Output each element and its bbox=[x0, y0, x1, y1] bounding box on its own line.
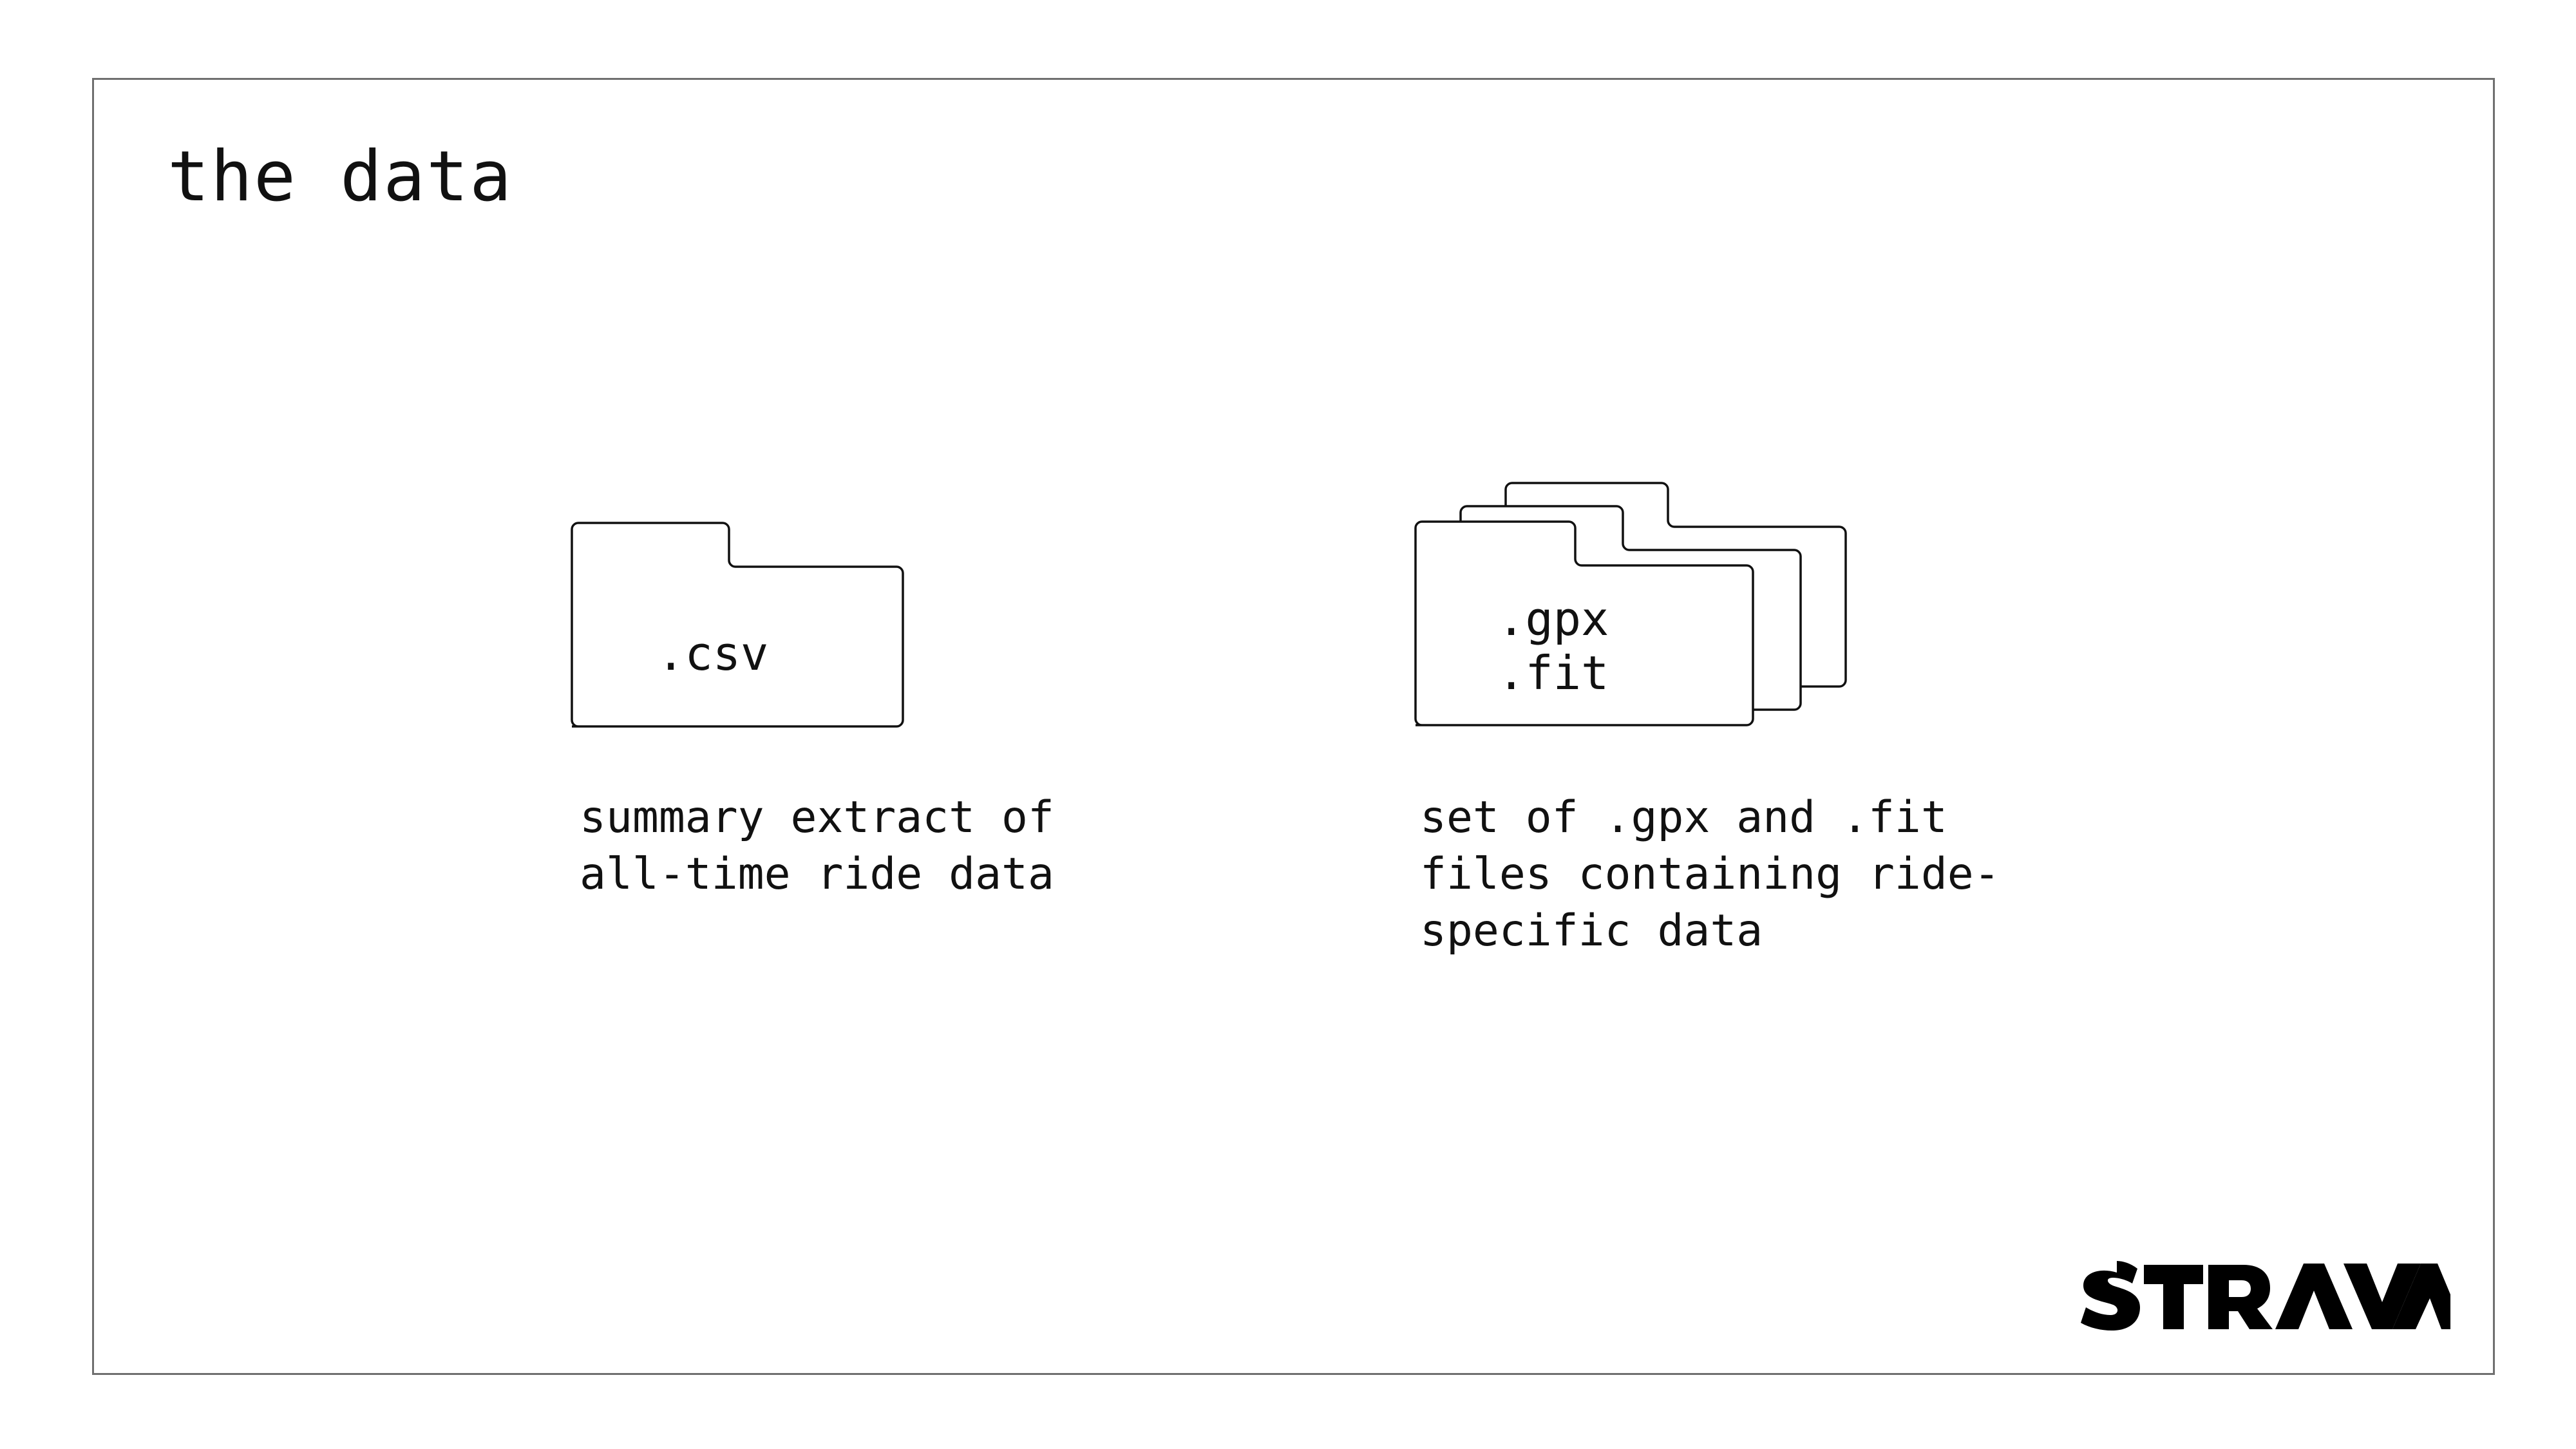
slide-frame bbox=[92, 78, 2495, 1375]
csv-folder-icon bbox=[567, 522, 908, 728]
ride-files-caption-line: specific data bbox=[1420, 905, 1763, 956]
strava-logo bbox=[2077, 1256, 2450, 1346]
csv-caption-line: all-time ride data bbox=[580, 849, 1054, 900]
ride-files-caption-line: set of .gpx and .fit bbox=[1420, 792, 1947, 843]
csv-folder-label: .csv bbox=[657, 627, 769, 681]
csv-caption: summary extract of all-time ride data bbox=[580, 790, 1054, 903]
ride-files-caption-line: files containing ride- bbox=[1420, 849, 2000, 900]
slide-title: the data bbox=[167, 137, 513, 217]
fit-folder-label: .fit bbox=[1497, 646, 1609, 700]
ride-files-folder-stack-icon bbox=[1410, 482, 1848, 733]
ride-files-caption: set of .gpx and .fit files containing ri… bbox=[1420, 790, 2000, 960]
csv-caption-line: summary extract of bbox=[580, 792, 1054, 843]
gpx-folder-label: .gpx bbox=[1497, 592, 1609, 646]
